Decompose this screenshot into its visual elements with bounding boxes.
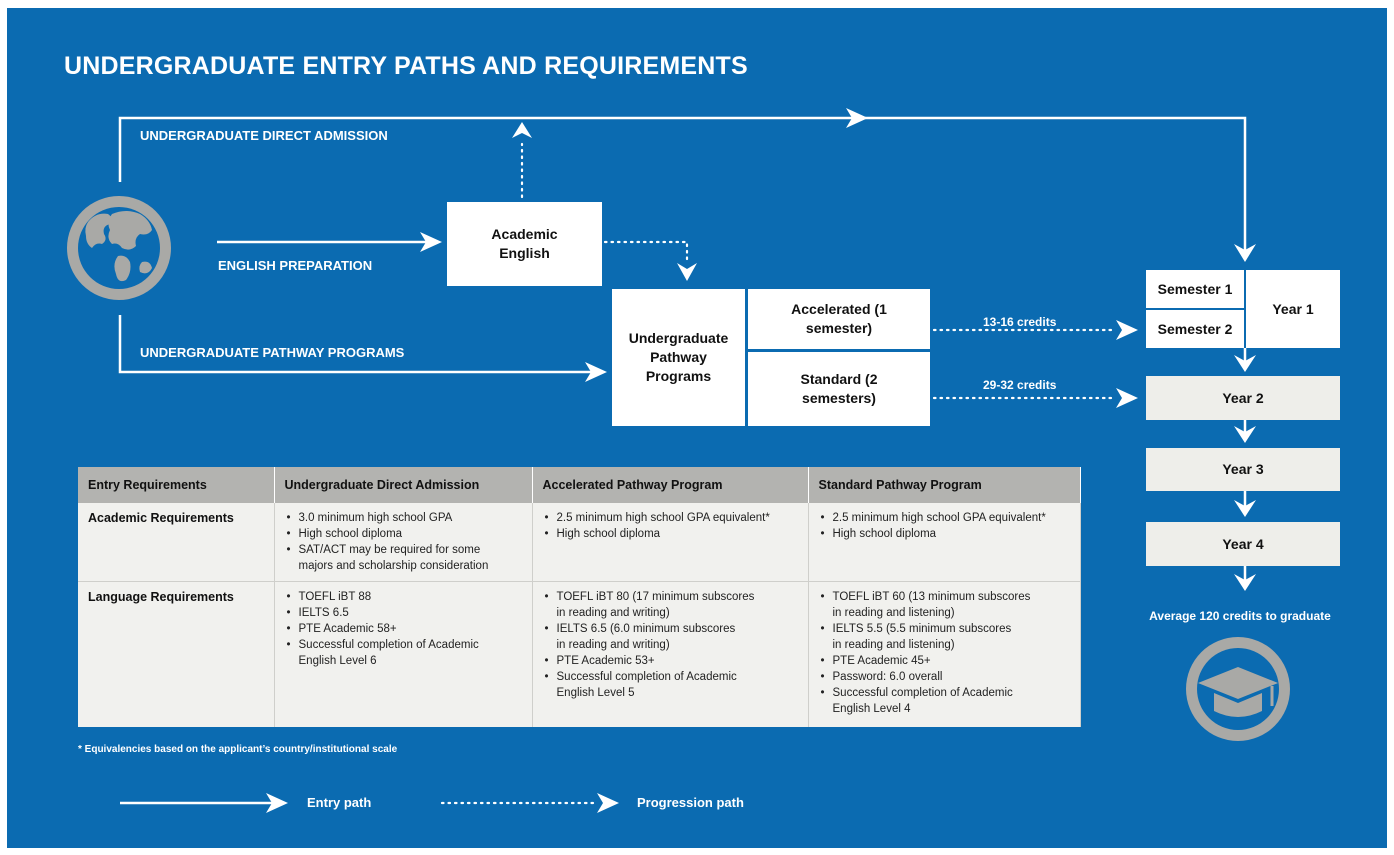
list-item: 2.5 minimum high school GPA equivalent* [819,510,1072,526]
table-cell: TOEFL iBT 80 (17 minimum subscores in re… [532,581,809,727]
list-item: TOEFL iBT 80 (17 minimum subscores in re… [543,589,800,621]
arrowhead-year2 [1234,355,1256,372]
year1-box: Year 1 [1246,270,1340,348]
table-header-cell: Undergraduate Direct Admission [274,467,533,503]
list-item: TOEFL iBT 60 (13 minimum subscores in re… [819,589,1072,621]
table-cell: 2.5 minimum high school GPA equivalent* … [532,503,809,582]
table-row: Academic Requirements 3.0 minimum high s… [78,503,1081,582]
year4-box: Year 4 [1146,522,1340,566]
average-credits-label: Average 120 credits to graduate [1149,609,1331,623]
table-cell: TOEFL iBT 88 IELTS 6.5 PTE Academic 58+ … [274,581,533,727]
semester1-box: Semester 1 [1146,270,1244,308]
arrowhead-year3 [1234,426,1256,443]
progression-academic-line [603,240,689,264]
requirements-table: Entry Requirements Undergraduate Direct … [78,467,1081,727]
row-label: Language Requirements [78,581,275,727]
semester2-box: Semester 2 [1146,310,1244,348]
arrowhead-standard [1116,388,1138,408]
direct-admission-line [118,116,1247,250]
accelerated-credits: 13-16 credits [983,315,1057,329]
list-item: PTE Academic 53+ [543,653,800,669]
year2-box: Year 2 [1146,376,1340,420]
pathway-programs-label: UNDERGRADUATE PATHWAY PROGRAMS [140,345,405,360]
arrowhead-year1 [1234,244,1256,262]
arrowhead-end [1234,574,1256,591]
arrowhead-year4 [1234,500,1256,517]
table-cell: TOEFL iBT 60 (13 minimum subscores in re… [808,581,1081,727]
standard-box: Standard (2 semesters) [748,352,930,426]
list-item: IELTS 6.5 (6.0 minimum subscores in read… [543,621,800,653]
list-item: High school diploma [285,526,524,542]
list-item: SAT/ACT may be required for some majors … [285,542,524,574]
pathway-line [118,315,595,374]
arrowhead-english [420,232,442,252]
legend-entry-label: Entry path [307,795,372,810]
list-item: PTE Academic 58+ [285,621,524,637]
list-item: TOEFL iBT 88 [285,589,524,605]
arrowhead-academic-down [677,263,697,281]
table-header-cell: Standard Pathway Program [808,467,1081,503]
arrowhead-accelerated [1116,320,1138,340]
pathway-programs-box: Undergraduate Pathway Programs [612,289,745,426]
list-item: 3.0 minimum high school GPA [285,510,524,526]
graduation-cap-icon [1186,637,1290,741]
list-item: Successful completion of Academic Englis… [819,685,1072,717]
table-header-cell: Accelerated Pathway Program [532,467,809,503]
arrowhead-direct-mid [846,108,868,128]
list-item: Successful completion of Academic Englis… [543,669,800,701]
list-item: IELTS 6.5 [285,605,524,621]
arrowhead-pathway [585,362,607,382]
arrowhead-up [512,122,532,138]
table-cell: 2.5 minimum high school GPA equivalent* … [808,503,1081,582]
list-item: Successful completion of Academic Englis… [285,637,524,669]
academic-english-box: Academic English [447,202,602,286]
list-item: PTE Academic 45+ [819,653,1072,669]
legend-progression-arrowhead [597,793,619,813]
globe-icon [67,196,171,300]
accelerated-box: Accelerated (1 semester) [748,289,930,349]
page-title: UNDERGRADUATE ENTRY PATHS AND REQUIREMEN… [64,52,748,80]
table-cell: 3.0 minimum high school GPA High school … [274,503,533,582]
direct-admission-label: UNDERGRADUATE DIRECT ADMISSION [140,128,388,143]
table-header-row: Entry Requirements Undergraduate Direct … [78,467,1081,503]
table-header-cell: Entry Requirements [78,467,275,503]
standard-credits: 29-32 credits [983,378,1057,392]
list-item: Password: 6.0 overall [819,669,1072,685]
list-item: High school diploma [819,526,1072,542]
legend-entry-arrowhead [266,793,288,813]
table-row: Language Requirements TOEFL iBT 88 IELTS… [78,581,1081,727]
year3-box: Year 3 [1146,448,1340,491]
row-label: Academic Requirements [78,503,275,582]
footnote: * Equivalencies based on the applicant’s… [78,744,398,755]
list-item: High school diploma [543,526,800,542]
list-item: IELTS 5.5 (5.5 minimum subscores in read… [819,621,1072,653]
english-preparation-label: ENGLISH PREPARATION [218,258,373,273]
list-item: 2.5 minimum high school GPA equivalent* [543,510,800,526]
legend-progression-label: Progression path [637,795,744,810]
